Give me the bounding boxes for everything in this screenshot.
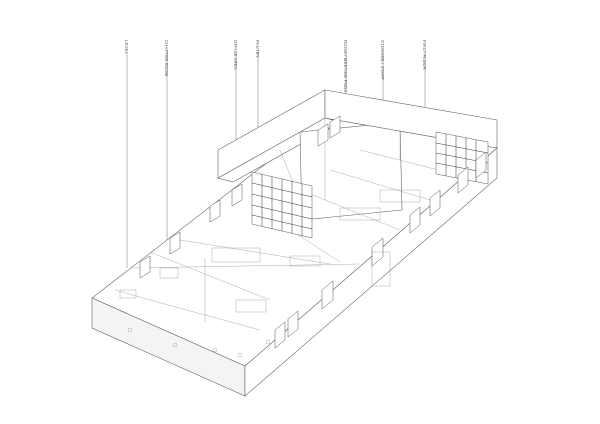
atrium-glazing [251,131,489,239]
wall-plants [127,327,271,358]
label-storage-staff: STORAGE / STAFF [380,40,385,80]
label-chapter-room: CHAPTER ROOM [164,40,169,77]
label-first-floor: FIRST FLOOR [422,40,427,70]
facade-windows [139,115,487,349]
label-office-area: OFFICE AREA [233,40,238,70]
label-level: LEVEL [124,40,129,55]
label-pantry: PANTRY [255,40,260,58]
label-meeting-pods: ROOM / MEETING PODS [343,40,348,92]
furniture [119,189,421,313]
